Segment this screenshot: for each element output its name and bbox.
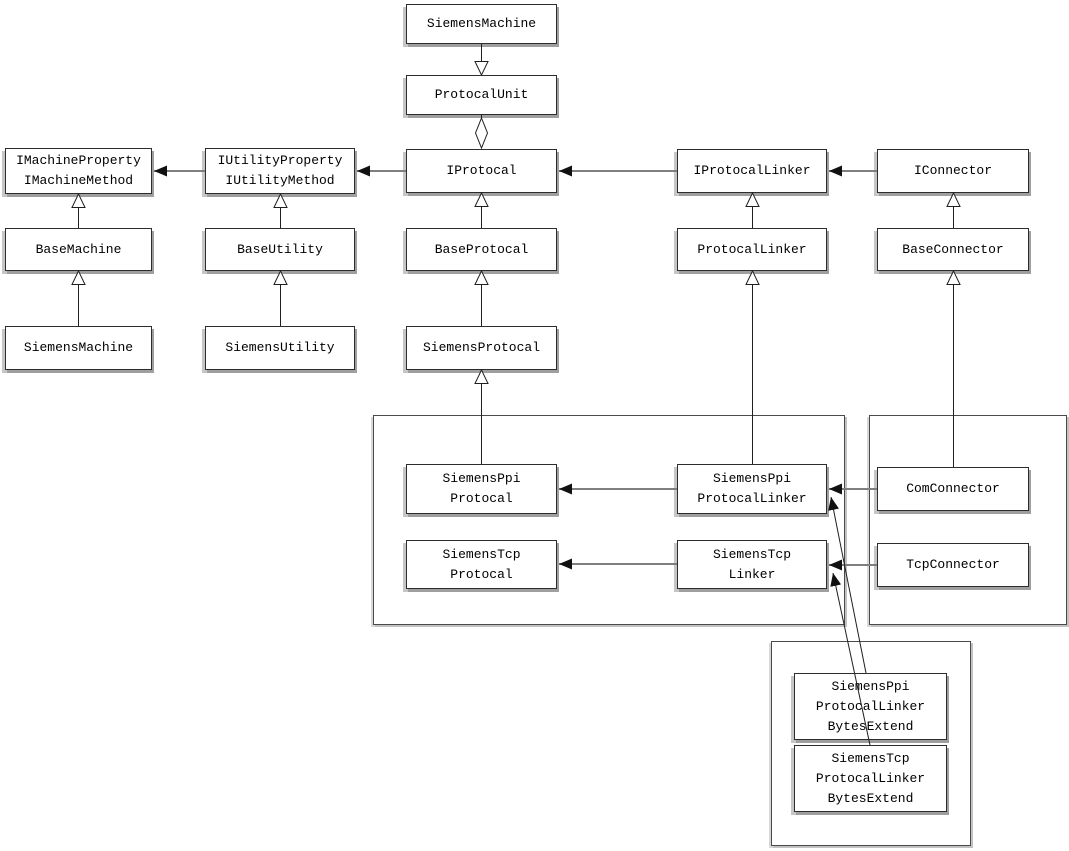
node-label: SiemensTcp xyxy=(442,546,521,562)
node-iprotocallinker: IProtocalLinker xyxy=(677,149,827,193)
node-siemensppiprotocal: SiemensPpi Protocal xyxy=(406,464,557,514)
node-label: IUtilityMethod xyxy=(225,173,335,188)
group-protocal-implementations xyxy=(373,415,845,625)
node-label: SiemensUtility xyxy=(225,340,335,355)
node-siemenstcplinker: SiemensTcp Linker xyxy=(677,540,827,589)
node-siemensppiprotocallinker: SiemensPpi ProtocalLinker xyxy=(677,464,827,514)
node-tcpconnector: TcpConnector xyxy=(877,543,1029,587)
node-siemensmachine: SiemensMachine xyxy=(5,326,152,370)
node-iprotocal: IProtocal xyxy=(406,149,557,193)
aggregation-diamond xyxy=(474,116,489,150)
node-label: TcpConnector xyxy=(906,557,1000,572)
node-label: ProtocalLinker xyxy=(697,241,807,257)
node-label: IProtocal xyxy=(446,163,517,178)
node-siemenstcpprotocallinkerbytesextend: SiemensTcp ProtocalLinker BytesExtend xyxy=(794,745,947,812)
node-label: BaseMachine xyxy=(35,241,122,257)
node-label: SiemensPpi xyxy=(442,471,521,486)
node-label: ComConnector xyxy=(906,481,1000,496)
node-protocallinker: ProtocalLinker xyxy=(677,228,827,271)
node-baseutility: BaseUtility xyxy=(205,228,355,271)
node-label: ProtocalLinker xyxy=(815,698,926,714)
group-connectors xyxy=(869,415,1067,625)
node-imachineproperty-imachinemethod: IMachineProperty IMachineMethod xyxy=(5,148,152,194)
node-label: IProtocalLinker xyxy=(693,163,811,178)
node-label: ProtocalLinker xyxy=(697,491,807,506)
node-label: BaseConnector xyxy=(902,241,1004,257)
node-label: IMachineProperty xyxy=(16,153,141,168)
node-label: SiemensTcp xyxy=(712,546,791,562)
node-siemensutility: SiemensUtility xyxy=(205,326,355,370)
node-label: IConnector xyxy=(913,163,992,178)
node-siemensppiprotocallinkerbytesextend: SiemensPpi ProtocalLinker BytesExtend xyxy=(794,673,947,740)
node-siemensprotocal: SiemensProtocal xyxy=(406,326,557,370)
node-label: IUtilityProperty xyxy=(217,153,343,168)
node-label: BaseUtility xyxy=(237,241,323,257)
node-siemensmachine-top: SiemensMachine xyxy=(406,4,557,44)
node-label: BaseProtocal xyxy=(434,241,529,257)
node-label: BytesExtend xyxy=(827,790,914,806)
group-bytes-extend-linkers xyxy=(771,641,971,846)
node-iconnector: IConnector xyxy=(877,149,1029,193)
node-protocalunit: ProtocalUnit xyxy=(406,75,557,115)
node-label: SiemensPpi xyxy=(712,471,791,486)
node-label: SiemensTcp xyxy=(831,750,910,766)
node-label: Protocal xyxy=(450,491,513,506)
node-label: SiemensPpi xyxy=(831,678,910,694)
hollow-arrow-down xyxy=(474,61,489,77)
node-label: SiemensProtocal xyxy=(422,340,541,355)
node-label: ProtocalLinker xyxy=(815,770,926,786)
node-label: Linker xyxy=(728,566,776,582)
node-baseconnector: BaseConnector xyxy=(877,228,1029,271)
node-label: IMachineMethod xyxy=(23,173,134,188)
node-label: ProtocalUnit xyxy=(434,87,529,102)
node-baseprotocal: BaseProtocal xyxy=(406,228,557,271)
node-siemenstcpprotocal: SiemensTcp Protocal xyxy=(406,540,557,589)
node-label: SiemensMachine xyxy=(23,340,134,355)
node-label: Protocal xyxy=(450,566,513,582)
node-comconnector: ComConnector xyxy=(877,467,1029,511)
node-iutilityproperty-iutilitymethod: IUtilityProperty IUtilityMethod xyxy=(205,148,355,194)
node-label: SiemensMachine xyxy=(426,16,537,31)
node-label: BytesExtend xyxy=(827,718,914,734)
node-basemachine: BaseMachine xyxy=(5,228,152,271)
